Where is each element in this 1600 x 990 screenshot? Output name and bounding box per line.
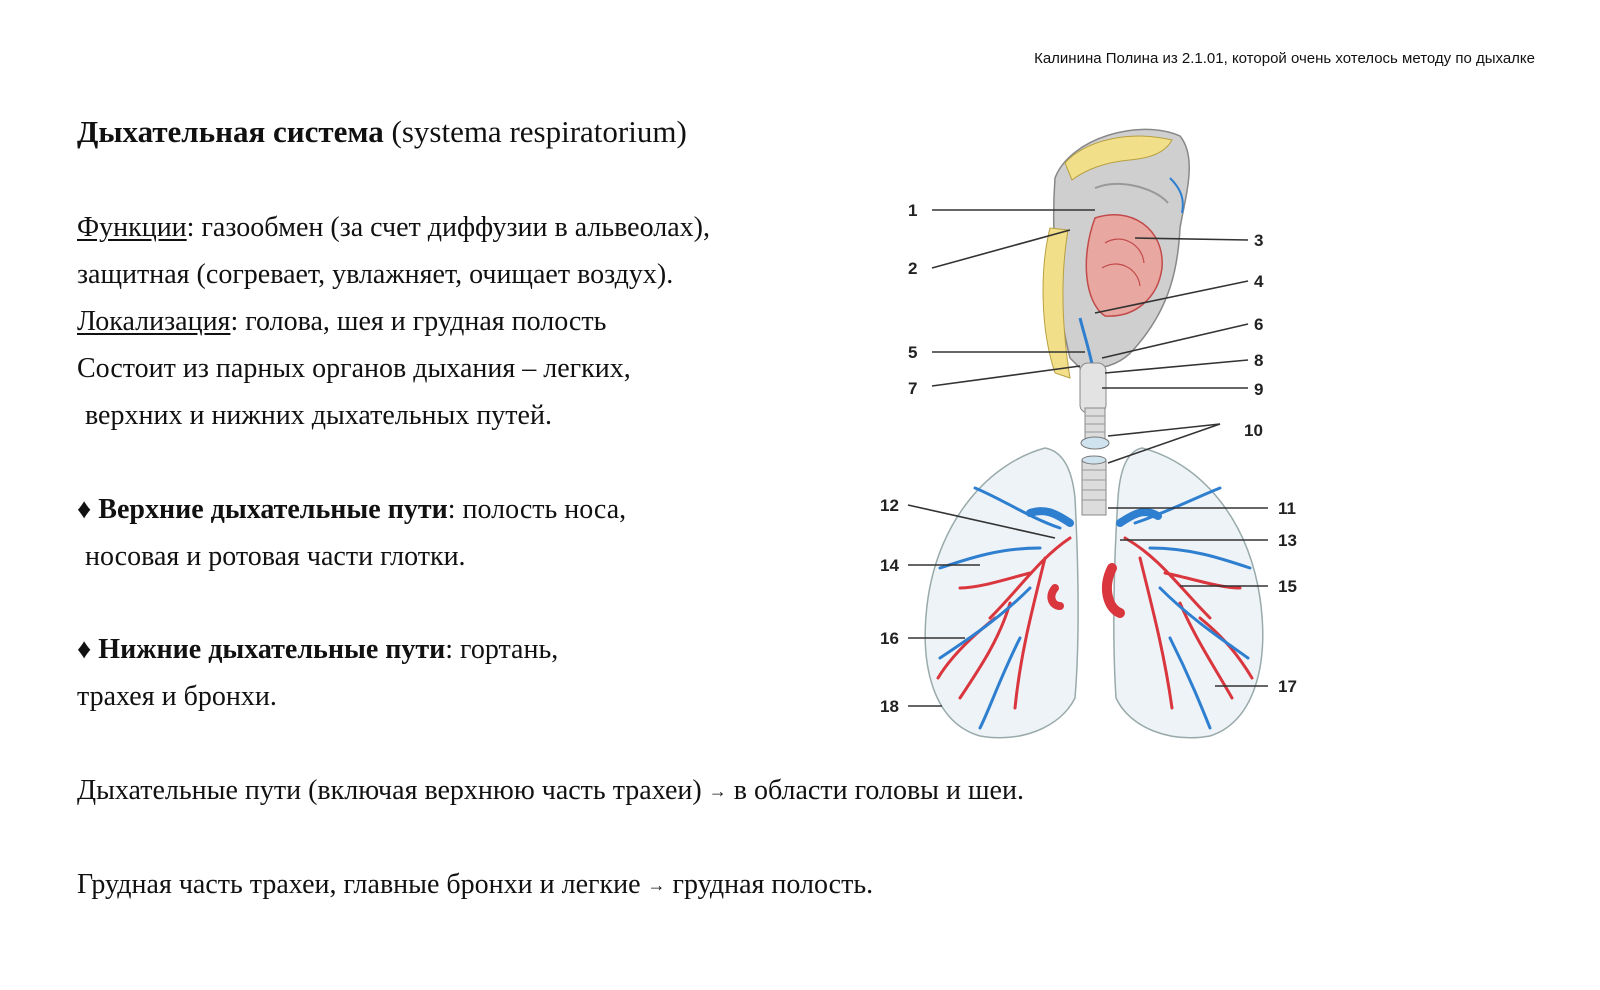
pulmonary-vessels	[936, 486, 1254, 730]
functions-text-1: : газообмен (за счет диффузии в альвеола…	[186, 212, 710, 243]
larynx	[1079, 362, 1110, 450]
upper-airways-line-1: ♦ Верхние дыхательные пути: полость носа…	[77, 486, 626, 533]
respiratory-system-diagram: 1 2 3 4 5 6 7 8 9 10 11 12 13 14 15 16 1…	[880, 118, 1350, 763]
callout-6: 6	[1254, 315, 1263, 334]
author-note: Калинина Полина из 2.1.01, которой очень…	[1034, 50, 1535, 67]
upper-airways-label: Верхние дыхательные пути	[98, 494, 448, 525]
callout-lines	[907, 209, 1268, 707]
summary-head-neck-text: Дыхательные пути (включая верхнюю часть …	[77, 775, 702, 806]
title-bold: Дыхательная система	[77, 114, 384, 149]
diagram-svg: 1 2 3 4 5 6 7 8 9 10 11 12 13 14 15 16 1…	[880, 128, 1297, 739]
localization-label: Локализация	[77, 306, 231, 337]
callout-11: 11	[1278, 499, 1296, 518]
functions-line-1: Функции: газообмен (за счет диффузии в а…	[77, 204, 710, 251]
callout-7: 7	[908, 379, 917, 398]
lower-airways-paragraph: ♦ Нижние дыхательные пути: гортань, трах…	[77, 626, 558, 720]
lower-airways-line-1: ♦ Нижние дыхательные пути: гортань,	[77, 626, 558, 673]
callout-17: 17	[1278, 677, 1297, 696]
summary-chest-text: Грудная часть трахеи, главные бронхи и л…	[77, 869, 641, 900]
localization-text: : голова, шея и грудная полость	[230, 306, 607, 337]
summary-head-neck: Дыхательные пути (включая верхнюю часть …	[77, 767, 1024, 815]
callout-14: 14	[880, 556, 899, 575]
callout-2: 2	[908, 259, 917, 278]
lower-airways-text-1: : гортань,	[445, 634, 559, 665]
arrow-right-icon: →	[647, 875, 666, 895]
functions-line-2: защитная (согревает, увлажняет, очищает …	[77, 259, 674, 290]
callout-12: 12	[880, 496, 899, 515]
callout-15: 15	[1278, 577, 1297, 596]
callout-18: 18	[880, 697, 899, 716]
callout-3: 3	[1254, 231, 1263, 250]
functions-paragraph: Функции: газообмен (за счет диффузии в а…	[77, 204, 710, 439]
callout-9: 9	[1254, 380, 1263, 399]
title-latin: (systema respiratorium)	[391, 114, 687, 149]
callout-5: 5	[908, 343, 917, 362]
summary-chest-result: грудная полость.	[672, 869, 874, 900]
callout-8: 8	[1254, 351, 1263, 370]
upper-airways-bullet: ♦	[77, 494, 92, 525]
localization-line: Локализация: голова, шея и грудная полос…	[77, 298, 710, 345]
upper-airways-line-2: носовая и ротовая части глотки.	[85, 541, 466, 572]
head-section	[1042, 128, 1190, 381]
composition-line-1: Состоит из парных органов дыхания – легк…	[77, 353, 631, 384]
callout-13: 13	[1278, 531, 1297, 550]
lower-airways-bullet: ♦	[77, 634, 92, 665]
summary-head-neck-result: в области головы и шеи.	[733, 775, 1024, 806]
callout-numbers: 1 2 3 4 5 6 7 8 9 10 11 12 13 14 15 16 1…	[880, 201, 1297, 716]
callout-4: 4	[1254, 272, 1264, 291]
callout-16: 16	[880, 629, 899, 648]
callout-10: 10	[1244, 421, 1263, 440]
trachea	[1081, 455, 1107, 516]
lower-airways-line-2: трахея и бронхи.	[77, 681, 277, 712]
summary-chest: Грудная часть трахеи, главные бронхи и л…	[77, 861, 873, 909]
lower-airways-label: Нижние дыхательные пути	[98, 634, 446, 665]
functions-label: Функции	[77, 212, 187, 243]
page-title: Дыхательная система (systema respiratori…	[77, 112, 687, 152]
upper-airways-text-1: : полость носа,	[447, 494, 627, 525]
callout-1: 1	[908, 201, 917, 220]
arrow-right-icon: →	[708, 781, 727, 801]
composition-line-2: верхних и нижних дыхательных путей.	[85, 400, 552, 431]
upper-airways-paragraph: ♦ Верхние дыхательные пути: полость носа…	[77, 486, 626, 580]
